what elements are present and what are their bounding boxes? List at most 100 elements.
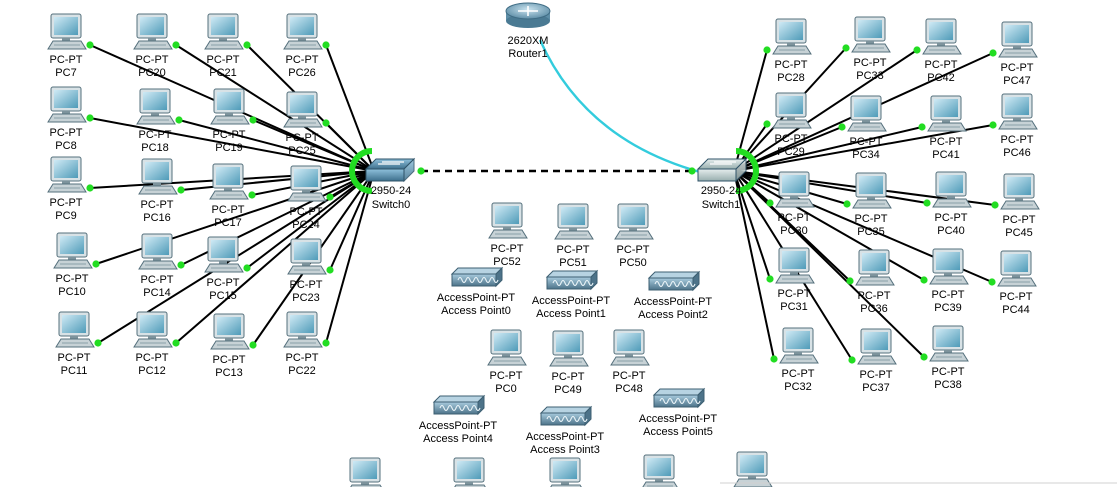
pc-icon-pc13[interactable] — [210, 313, 250, 350]
access-point-icon-access-point1[interactable] — [545, 269, 599, 291]
pc-icon-pc36[interactable] — [855, 249, 895, 286]
pc-type-label-pc32: PC-PT — [782, 368, 815, 380]
pc-icon-pc35[interactable] — [852, 172, 892, 209]
pc-icon-pc51[interactable] — [554, 203, 594, 240]
switch-icon-switch1[interactable] — [696, 157, 748, 183]
switch0-port-lights — [349, 148, 373, 194]
router-icon-router1[interactable] — [505, 2, 551, 28]
ethernet-link-pc42[interactable] — [733, 49, 918, 172]
access-point-icon-access-point3[interactable] — [539, 405, 593, 427]
access-point-icon-access-point0[interactable] — [450, 266, 504, 288]
pc-name-label-pc16: PC16 — [143, 212, 171, 224]
ethernet-link-pc22[interactable] — [325, 170, 375, 344]
pc-icon-pc46[interactable] — [998, 93, 1038, 130]
port-light-pc39 — [920, 276, 928, 284]
pc-icon-pc19[interactable] — [210, 88, 250, 125]
pc-icon-pc8[interactable] — [47, 86, 87, 123]
pc-icon-pc49[interactable] — [549, 330, 589, 367]
pc-icon-pc10[interactable] — [53, 232, 93, 269]
pc-name-label-pc32: PC32 — [784, 381, 812, 393]
port-light-pc46 — [989, 121, 997, 129]
pc-icon-pc7[interactable] — [47, 13, 87, 50]
pc-icon-pc15[interactable] — [204, 236, 244, 273]
pc-icon-pc42[interactable] — [922, 18, 962, 55]
pc-icon-pc25[interactable] — [283, 91, 323, 128]
port-light-pc11 — [94, 339, 102, 347]
ethernet-link-pc38[interactable] — [733, 170, 925, 358]
pc-icon-pc23[interactable] — [287, 238, 327, 275]
pc-icon-pc31[interactable] — [775, 247, 815, 284]
pc-name-label-pc50: PC50 — [619, 257, 647, 269]
pc-icon-partial-2[interactable] — [451, 457, 489, 487]
pc-icon-pc33[interactable] — [851, 16, 891, 53]
pc-icon-pc16[interactable] — [138, 158, 178, 195]
pc-icon-pc12[interactable] — [133, 311, 173, 348]
pc-icon-pc40[interactable] — [932, 171, 972, 208]
ethernet-link-pc32[interactable] — [733, 170, 775, 360]
ethernet-link-pc39[interactable] — [733, 170, 925, 281]
pc-icon-pc17[interactable] — [209, 163, 249, 200]
access-point-icon-access-point5[interactable] — [652, 387, 706, 409]
pc-icon-pc9[interactable] — [47, 156, 87, 193]
pc-icon-pc14[interactable] — [138, 233, 178, 270]
pc-name-label-pc13: PC13 — [215, 367, 243, 379]
access-point-icon-access-point2[interactable] — [647, 270, 701, 292]
pc-icon-pc50[interactable] — [614, 203, 654, 240]
port-light-pc21 — [243, 41, 251, 49]
pc-icon-pc48[interactable] — [610, 329, 650, 366]
pc-name-label-pc35: PC35 — [857, 226, 885, 238]
port-light-pc24 — [326, 193, 334, 201]
pc-icon-pc47[interactable] — [998, 21, 1038, 58]
pc-icon-pc22[interactable] — [283, 311, 323, 348]
pc-icon-pc29[interactable] — [772, 92, 812, 129]
pc-name-label-pc17: PC17 — [214, 217, 242, 229]
pc-icon-pc45[interactable] — [1000, 173, 1040, 210]
pc-icon-pc38[interactable] — [929, 325, 969, 362]
switch-icon-switch0[interactable] — [364, 157, 416, 183]
ethernet-link-pc18[interactable] — [178, 119, 375, 172]
ethernet-link-pc8[interactable] — [89, 117, 375, 172]
pc-icon-pc11[interactable] — [55, 311, 95, 348]
pc-icon-pc41[interactable] — [927, 95, 967, 132]
pc-icon-pc44[interactable] — [997, 250, 1037, 287]
pc-icon-pc34[interactable] — [847, 95, 887, 132]
pc-icon-pc52[interactable] — [488, 202, 528, 239]
switch0-name-label: Switch0 — [372, 199, 411, 211]
ethernet-link-pc25[interactable] — [325, 122, 375, 172]
pc-icon-pc21[interactable] — [204, 13, 244, 50]
pc-icon-pc37[interactable] — [857, 328, 897, 365]
pc-icon-partial-1[interactable] — [347, 457, 385, 487]
pc-type-label-pc37: PC-PT — [860, 369, 893, 381]
pc-name-label-pc11: PC11 — [61, 365, 88, 377]
pc-icon-partial-5[interactable] — [733, 451, 773, 487]
ethernet-link-pc15[interactable] — [246, 170, 375, 269]
pc-icon-partial-4[interactable] — [641, 454, 679, 487]
pc-name-label-pc21: PC21 — [209, 67, 237, 79]
pc-icon-pc24[interactable] — [287, 165, 327, 202]
pc-icon-pc32[interactable] — [779, 327, 819, 364]
pc-name-label-pc51: PC51 — [559, 257, 587, 269]
ethernet-link-pc41[interactable] — [733, 126, 923, 172]
ethernet-link-pc46[interactable] — [733, 124, 994, 172]
port-light-pc32 — [770, 355, 778, 363]
pc-type-label-pc42: PC-PT — [925, 59, 958, 71]
pc-icon-pc18[interactable] — [136, 88, 176, 125]
ethernet-link-pc40[interactable] — [733, 170, 928, 204]
pc-icon-pc39[interactable] — [929, 248, 969, 285]
port-light-pc15 — [243, 264, 251, 272]
pc-icon-pc28[interactable] — [772, 18, 812, 55]
ethernet-link-pc20[interactable] — [175, 44, 375, 172]
pc-icon-pc20[interactable] — [133, 13, 173, 50]
access-point-icon-access-point4[interactable] — [432, 394, 486, 416]
pc-name-label-pc41: PC41 — [932, 149, 960, 161]
pc-icon-partial-3[interactable] — [547, 457, 585, 487]
pc-icon-pc30[interactable] — [775, 171, 815, 208]
pc-icon-pc26[interactable] — [283, 13, 323, 50]
pc-name-label-pc46: PC46 — [1003, 147, 1031, 159]
ap-type-label-access-point1: AccessPoint-PT — [532, 295, 611, 307]
switch1-model-label: 2950-24 — [701, 185, 741, 197]
ethernet-link-pc12[interactable] — [175, 170, 375, 344]
pc-icon-pc0[interactable] — [487, 329, 527, 366]
router-link-router1-switch1[interactable] — [538, 39, 701, 174]
